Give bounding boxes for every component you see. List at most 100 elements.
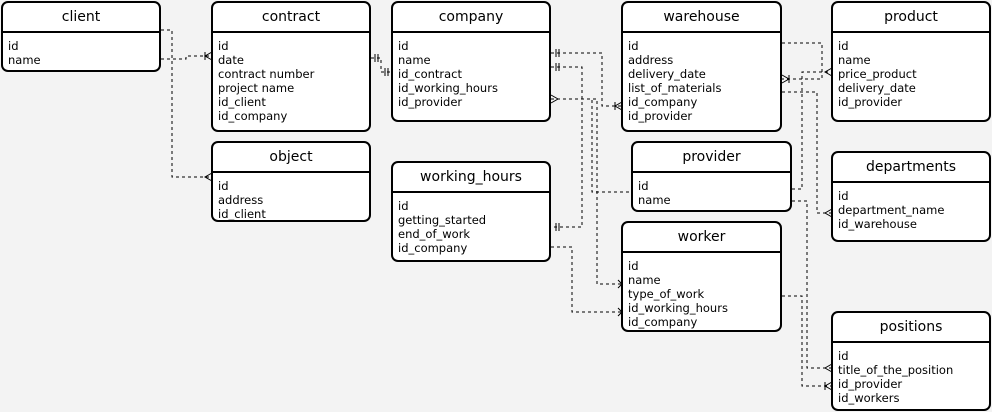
one-marker xyxy=(374,54,379,62)
field: id_client xyxy=(218,207,266,221)
entity-title: company xyxy=(393,3,549,33)
client-object-link xyxy=(161,29,212,178)
field: date xyxy=(218,53,244,67)
field: id xyxy=(398,39,409,53)
field: id_working_hours xyxy=(628,301,728,315)
field: id_workers xyxy=(838,391,900,405)
entity-provider[interactable]: provider id name xyxy=(631,141,792,212)
entity-object[interactable]: object id address id_client xyxy=(211,141,371,222)
field: delivery_date xyxy=(838,81,916,95)
one-marker xyxy=(384,68,389,76)
entity-fields: id name id_contract id_working_hours id_… xyxy=(393,33,549,109)
field: id_working_hours xyxy=(398,81,498,95)
field: name xyxy=(838,53,871,67)
crowfoot-marker xyxy=(203,51,213,61)
entity-title: departments xyxy=(833,153,989,183)
entity-product[interactable]: product id name price_product delivery_d… xyxy=(831,1,991,122)
entity-fields: id department_name id_warehouse xyxy=(833,183,989,231)
field: id_contract xyxy=(398,67,463,81)
entity-title: working_hours xyxy=(393,163,549,193)
field: id xyxy=(838,39,849,53)
entity-departments[interactable]: departments id department_name id_wareho… xyxy=(831,151,991,242)
entity-fields: id address delivery_date list_of_materia… xyxy=(623,33,780,123)
provider-positions-link xyxy=(792,200,832,369)
provider-product-link xyxy=(792,71,832,190)
field: end_of_work xyxy=(398,227,471,241)
client-contract-link xyxy=(161,55,212,60)
crowfoot-marker xyxy=(550,94,560,104)
crowfoot-marker xyxy=(613,101,623,111)
field: id_provider xyxy=(628,109,693,123)
field: id xyxy=(218,39,229,53)
entity-client[interactable]: client id name xyxy=(1,1,161,72)
field: id_company xyxy=(398,241,468,255)
entity-title: client xyxy=(3,3,159,33)
entity-title: provider xyxy=(633,143,790,173)
field: id_company xyxy=(628,315,698,329)
field: id_warehouse xyxy=(838,217,917,231)
crowfoot-marker xyxy=(823,208,833,218)
entity-fields: id name price_product delivery_date id_p… xyxy=(833,33,989,109)
field: id_company xyxy=(628,95,698,109)
entity-title: contract xyxy=(213,3,369,33)
field: address xyxy=(218,193,264,207)
field: department_name xyxy=(838,203,945,217)
field: delivery_date xyxy=(628,67,706,81)
field: id xyxy=(8,39,19,53)
field: id xyxy=(218,179,229,193)
crowfoot-marker xyxy=(781,74,791,84)
field: type_of_work xyxy=(628,287,705,301)
field: name xyxy=(8,53,41,67)
field: id_provider xyxy=(398,95,463,109)
warehouse-product-link xyxy=(782,42,823,80)
field: id_client xyxy=(218,95,266,109)
field: project name xyxy=(218,81,295,95)
field: title_of_the_position xyxy=(838,363,954,377)
field: getting_started xyxy=(398,213,487,227)
company-worker-link xyxy=(551,98,622,285)
entity-fields: id getting_started end_of_work id_compan… xyxy=(393,193,549,255)
field: name xyxy=(628,273,661,287)
one-marker xyxy=(555,63,560,71)
entity-company[interactable]: company id name id_contract id_working_h… xyxy=(391,1,551,122)
field: address xyxy=(628,53,674,67)
entity-warehouse[interactable]: warehouse id address delivery_date list_… xyxy=(621,1,782,132)
entity-fields: id name xyxy=(633,173,790,207)
working-hours-worker-link xyxy=(551,246,622,313)
field: id_provider xyxy=(838,95,903,109)
field: id xyxy=(628,259,639,273)
crowfoot-marker xyxy=(823,363,833,373)
entity-title: positions xyxy=(833,313,989,343)
company-provider-link xyxy=(551,98,632,193)
field: id xyxy=(638,179,649,193)
field: id xyxy=(398,199,409,213)
company-working-hours-link xyxy=(551,66,583,228)
entity-fields: id name type_of_work id_working_hours id… xyxy=(623,253,780,329)
entity-worker[interactable]: worker id name type_of_work id_working_h… xyxy=(621,221,782,332)
field: name xyxy=(638,193,671,207)
crowfoot-marker xyxy=(823,67,833,77)
entity-title: product xyxy=(833,3,989,33)
field: id xyxy=(838,189,849,203)
field: id_provider xyxy=(838,377,903,391)
entity-working-hours[interactable]: working_hours id getting_started end_of_… xyxy=(391,161,551,262)
one-marker xyxy=(555,223,560,231)
entity-fields: id address id_client xyxy=(213,173,369,221)
field: list_of_materials xyxy=(628,81,722,95)
entity-contract[interactable]: contract id date contract number project… xyxy=(211,1,371,132)
field: contract number xyxy=(218,67,315,81)
field: price_product xyxy=(838,67,917,81)
entity-positions[interactable]: positions id title_of_the_position id_pr… xyxy=(831,311,991,411)
field: id_company xyxy=(218,109,288,123)
contract-company-link xyxy=(371,57,392,73)
one-marker xyxy=(555,49,560,57)
crowfoot-marker xyxy=(203,172,213,182)
entity-fields: id title_of_the_position id_provider id_… xyxy=(833,343,989,405)
crowfoot-marker xyxy=(823,381,833,391)
field: id xyxy=(628,39,639,53)
entity-fields: id name xyxy=(3,33,159,67)
company-warehouse-link xyxy=(551,52,622,107)
entity-title: object xyxy=(213,143,369,173)
field: name xyxy=(398,53,431,67)
